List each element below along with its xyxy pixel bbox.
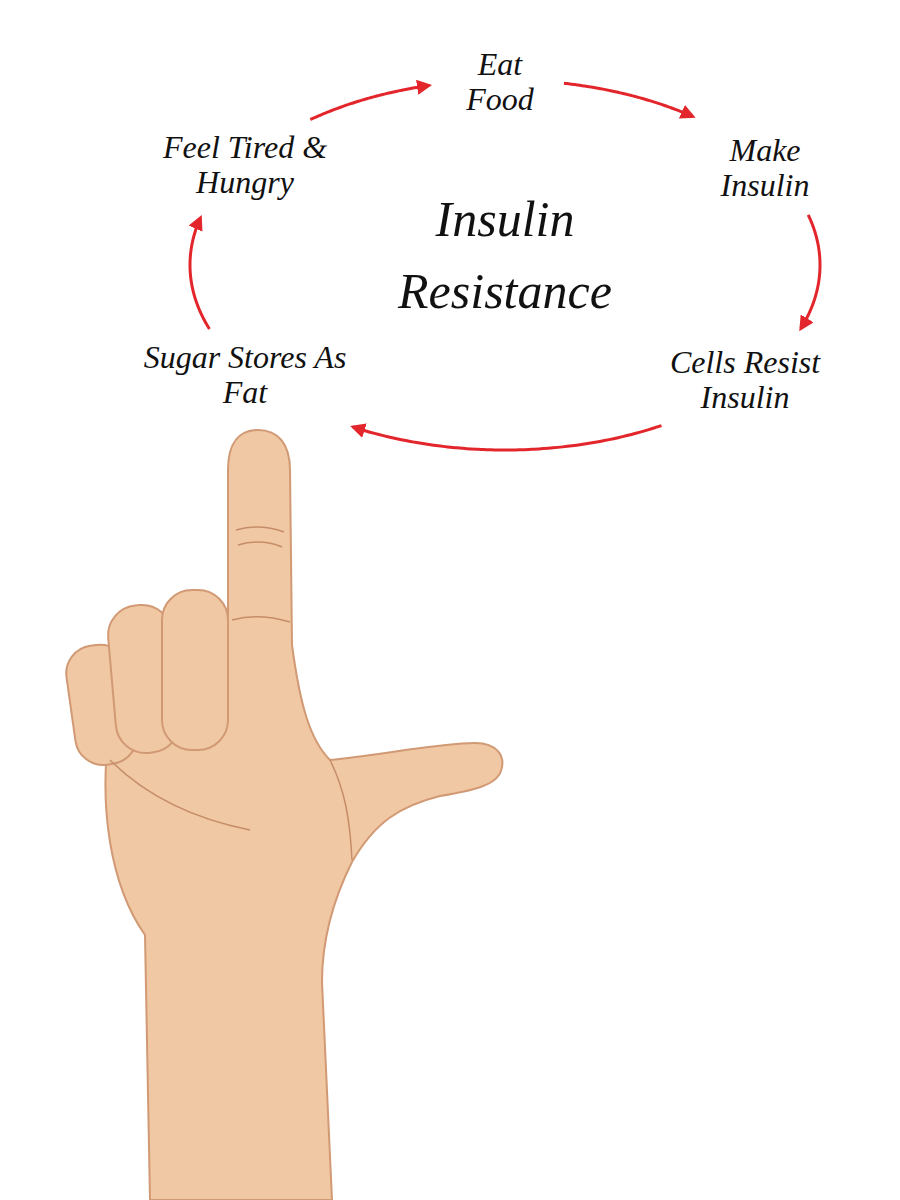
palm-and-index-finger bbox=[105, 430, 502, 1200]
cycle-arrow bbox=[801, 215, 820, 329]
folded-finger bbox=[162, 590, 228, 750]
cycle-arrow bbox=[564, 83, 693, 116]
cycle-arrow bbox=[190, 218, 209, 329]
hand bbox=[63, 430, 503, 1200]
step-label: Make Insulin bbox=[689, 133, 841, 203]
cycle-step: Eat Food bbox=[445, 45, 555, 119]
step-label: Sugar Stores As Fat bbox=[142, 340, 349, 410]
cycle-step: Make Insulin bbox=[685, 131, 845, 205]
step-label: Cells Resist Insulin bbox=[644, 345, 846, 415]
skin-creases bbox=[110, 527, 352, 860]
step-label: Eat Food bbox=[449, 47, 551, 117]
cycle-step: Sugar Stores As Fat bbox=[138, 338, 353, 412]
cycle-step: Feel Tired & Hungry bbox=[140, 128, 350, 202]
step-label: Feel Tired & Hungry bbox=[144, 130, 346, 200]
cycle-arrow bbox=[310, 85, 429, 119]
diagram-title: Insulin Resistance bbox=[335, 183, 675, 328]
cycle-step: Cells Resist Insulin bbox=[640, 343, 850, 417]
cycle-arrow bbox=[353, 426, 661, 450]
